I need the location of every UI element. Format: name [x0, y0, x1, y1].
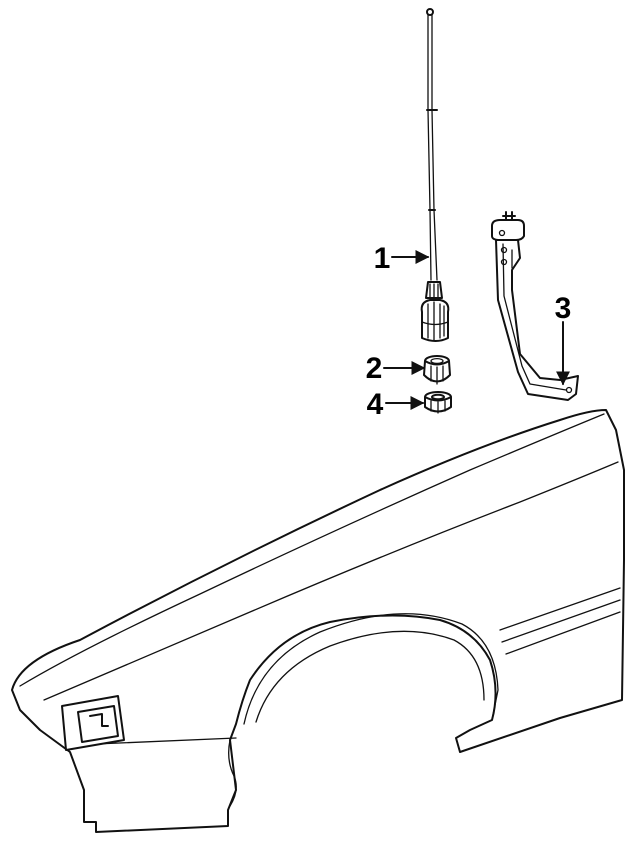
antenna-mast	[420, 8, 450, 342]
callout-1: 1	[374, 242, 391, 275]
callout-3: 3	[555, 292, 572, 325]
antenna-nut	[424, 391, 452, 414]
callout-4: 4	[367, 388, 384, 421]
front-fender	[11, 409, 625, 833]
antenna-bezel	[423, 355, 451, 385]
leader-lines	[383, 250, 570, 410]
callout-2: 2	[366, 352, 383, 385]
